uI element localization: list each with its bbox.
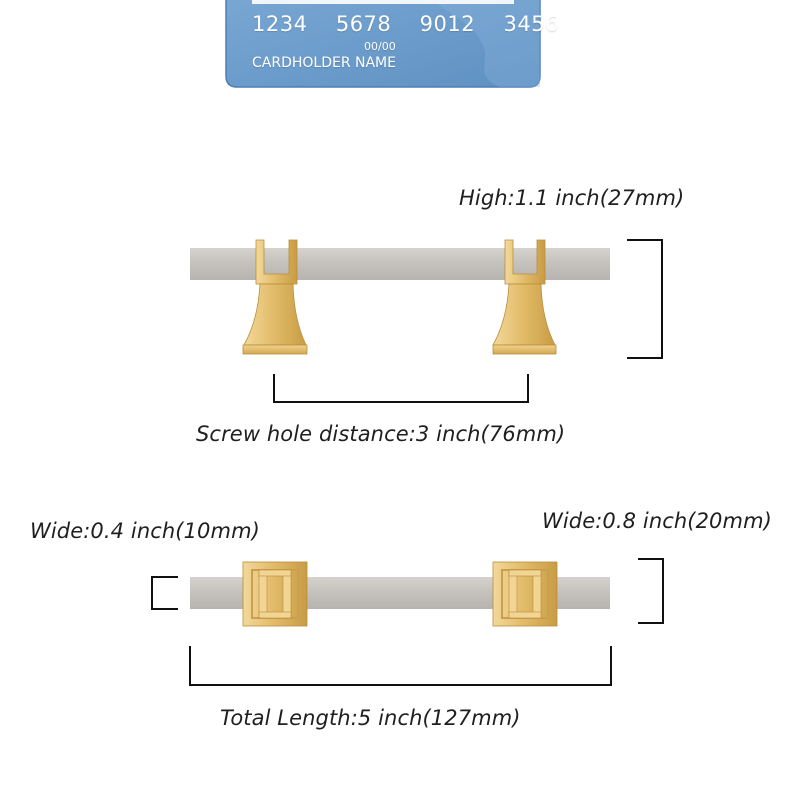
- height-label: High:1.1 inch(27mm): [459, 186, 685, 210]
- handle-side-view: [190, 239, 663, 403]
- card-expiry: 00/00: [364, 40, 396, 53]
- right-post-side: [492, 239, 557, 355]
- credit-card-illustration: [225, 0, 541, 88]
- card-number: 1234 5678 9012 3456: [252, 12, 559, 36]
- bar-width-dimension-bracket: [151, 576, 178, 610]
- right-base-top: [492, 561, 558, 627]
- height-dimension-bracket: [627, 239, 663, 359]
- card-holder-name: CARDHOLDER NAME: [252, 55, 396, 71]
- card-number-group-3: 9012: [419, 12, 476, 36]
- screw-hole-distance-label: Screw hole distance:3 inch(76mm): [196, 422, 566, 446]
- left-post-side: [242, 239, 308, 355]
- base-width-label: Wide:0.8 inch(20mm): [542, 509, 772, 533]
- card-stripe: [252, 0, 514, 4]
- handle-top-view: [151, 558, 664, 686]
- screw-hole-dimension-bracket: [273, 374, 529, 403]
- card-number-group-4: 3456: [503, 12, 559, 36]
- base-width-dimension-bracket: [638, 558, 664, 624]
- total-length-dimension-bracket: [189, 646, 612, 686]
- card-number-group-1: 1234: [252, 12, 308, 36]
- handle-bar-side: [190, 248, 610, 280]
- total-length-label: Total Length:5 inch(127mm): [220, 706, 521, 730]
- bar-width-label: Wide:0.4 inch(10mm): [30, 519, 260, 543]
- left-base-top: [242, 561, 308, 627]
- card-number-group-2: 5678: [335, 12, 392, 36]
